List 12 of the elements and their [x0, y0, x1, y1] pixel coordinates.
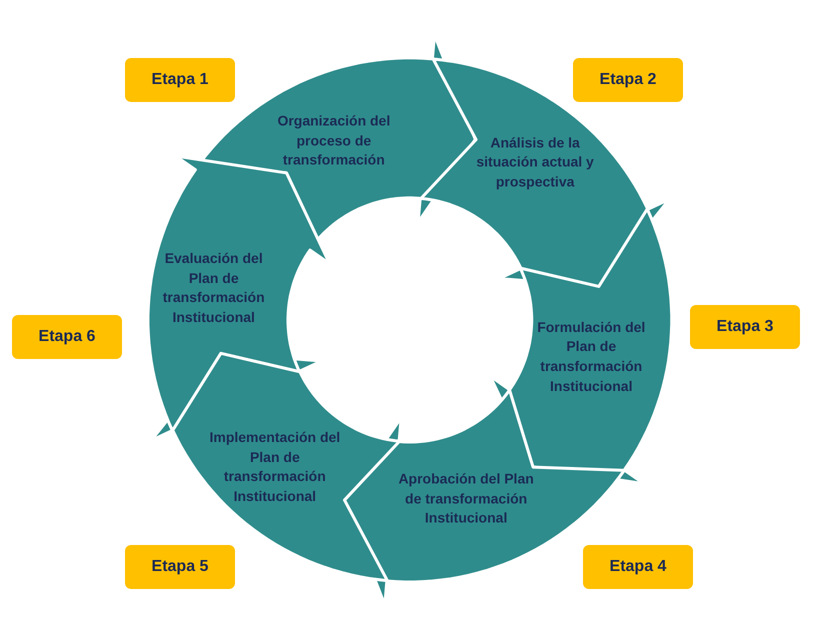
stage-description: Análisis de la situación actual y prospectiva	[475, 133, 595, 192]
stage-label: Etapa 4	[583, 545, 693, 589]
stage-description: Implementación del Plan de transformación Institucional	[208, 428, 342, 506]
stage-description: Formulación del Plan de transformación Institucional	[536, 318, 646, 396]
stage-label: Etapa 5	[125, 545, 235, 589]
stage-label: Etapa 2	[573, 58, 683, 102]
stage-description: Organización del proceso de transformación	[276, 112, 392, 170]
stage-label: Etapa 1	[125, 58, 235, 102]
stage-label: Etapa 3	[690, 305, 800, 349]
stage-description: Aprobación del Plan de transformación Institucional	[397, 470, 535, 528]
stage-description: Evaluación del Plan de transformación Institucional	[162, 249, 266, 327]
stage-label: Etapa 6	[12, 315, 122, 359]
